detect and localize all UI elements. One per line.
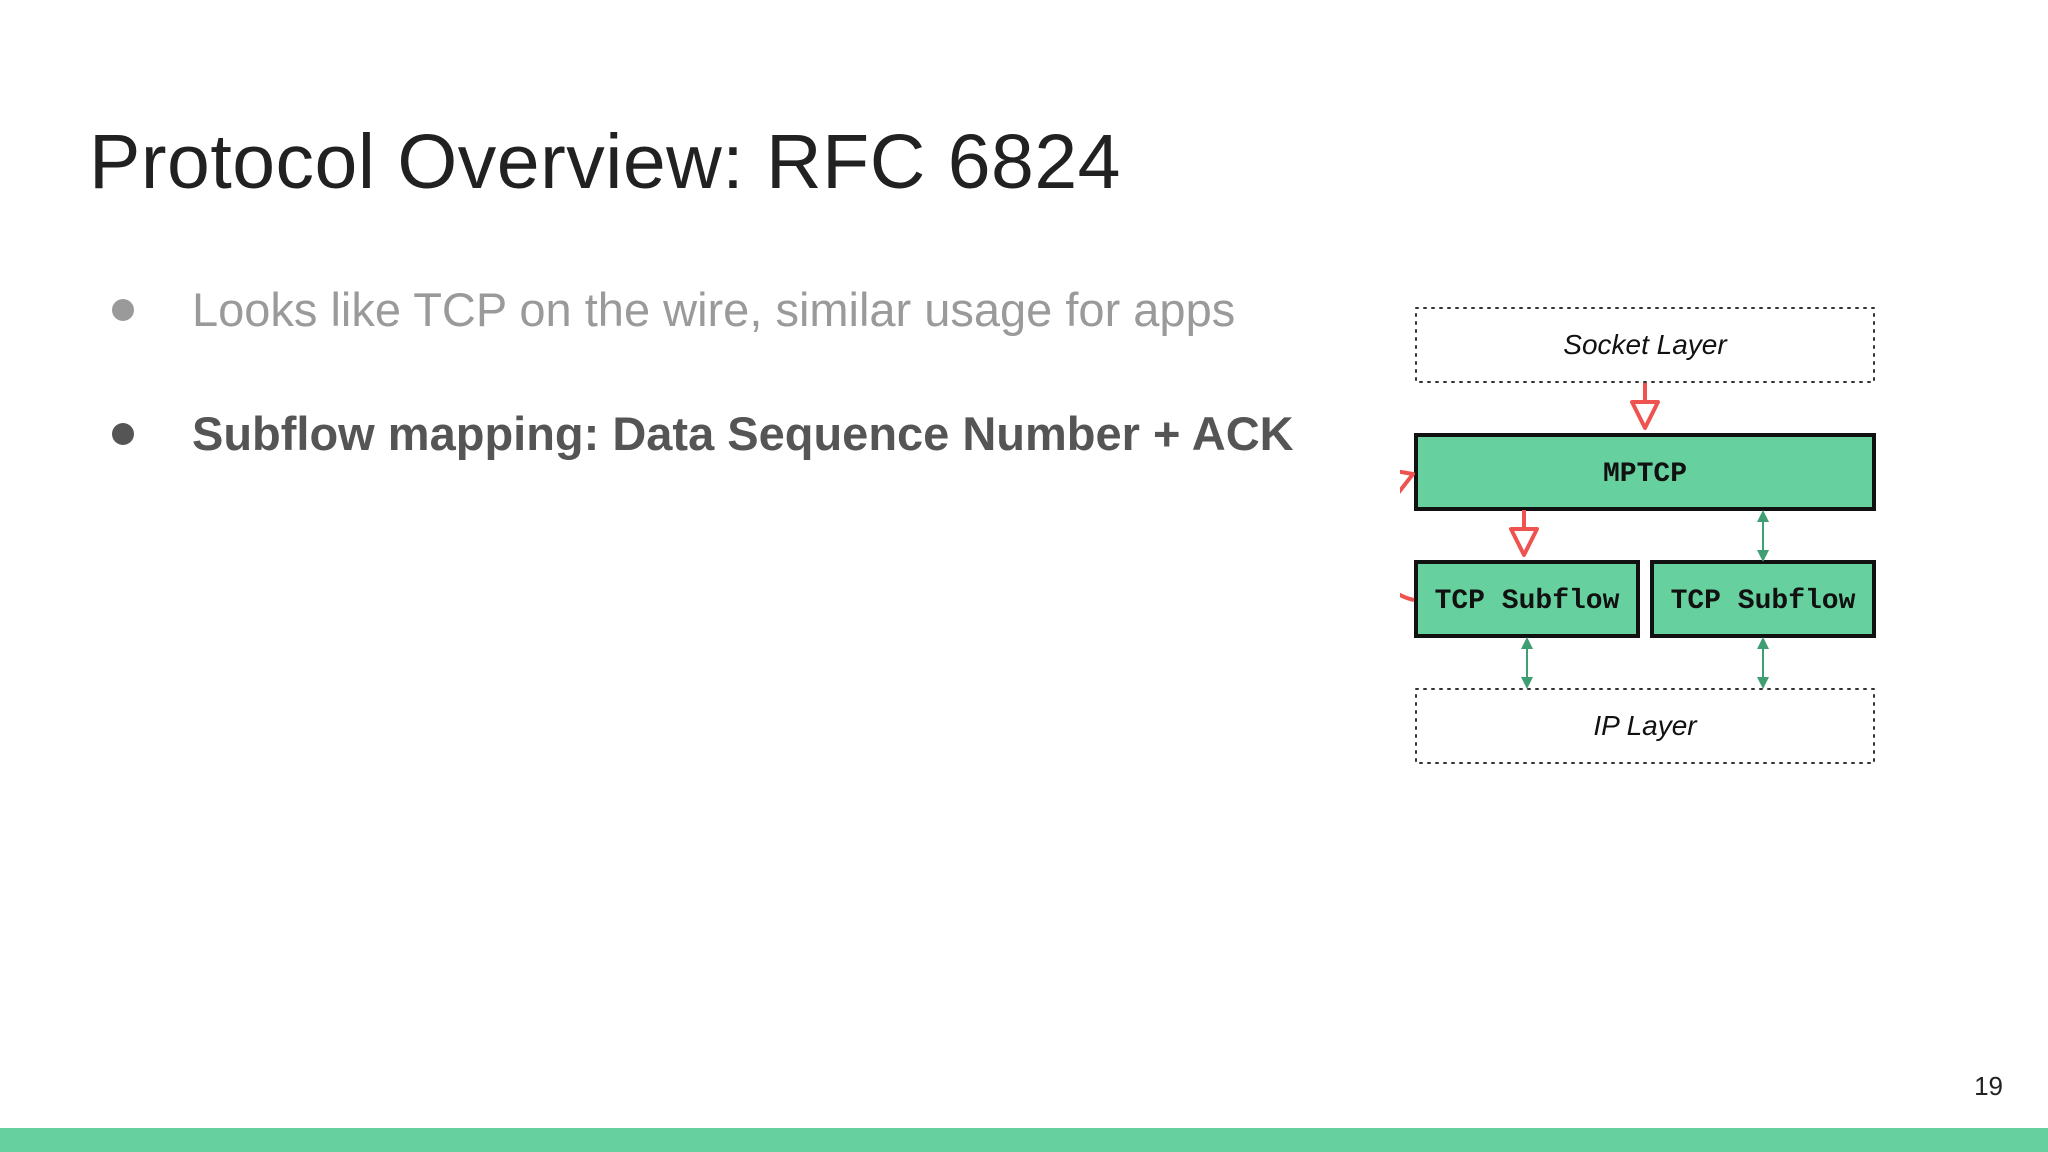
bullet-text: Subflow mapping: Data Sequence Number + … [192,407,1294,460]
red-down-arrow-icon [1509,510,1539,557]
bullet-item: Looks like TCP on the wire, similar usag… [112,280,1294,340]
bullet-dot-icon [112,299,134,321]
bottom-accent-bar [0,1128,2048,1152]
slide-title: Protocol Overview: RFC 6824 [89,119,1121,205]
tcp-subflow-left-label: TCP Subflow [1435,586,1620,617]
bullet-dot-icon [112,423,134,445]
tcp-subflow-right-label: TCP Subflow [1671,586,1856,617]
mptcp-box: MPTCP [1414,433,1876,511]
red-curved-arrow-icon [1400,469,1415,602]
tcp-subflow-left-box: TCP Subflow [1414,560,1640,638]
tcp-subflow-right-box: TCP Subflow [1650,560,1876,638]
page-number: 19 [1974,1071,2003,1101]
ip-layer-label: IP Layer [1593,710,1698,741]
bullet-text: Looks like TCP on the wire, similar usag… [192,283,1236,336]
mptcp-label: MPTCP [1603,459,1687,490]
socket-layer-label: Socket Layer [1563,329,1728,360]
socket-layer-box: Socket Layer [1415,307,1875,383]
red-down-arrow-icon [1630,383,1660,430]
bullet-item: Subflow mapping: Data Sequence Number + … [112,404,1294,464]
bullet-list: Looks like TCP on the wire, similar usag… [112,280,1294,464]
ip-layer-box: IP Layer [1415,688,1875,764]
mptcp-stack-diagram: Socket Layer MPTCP TCP Subflow TCP Subfl… [1400,307,1876,764]
